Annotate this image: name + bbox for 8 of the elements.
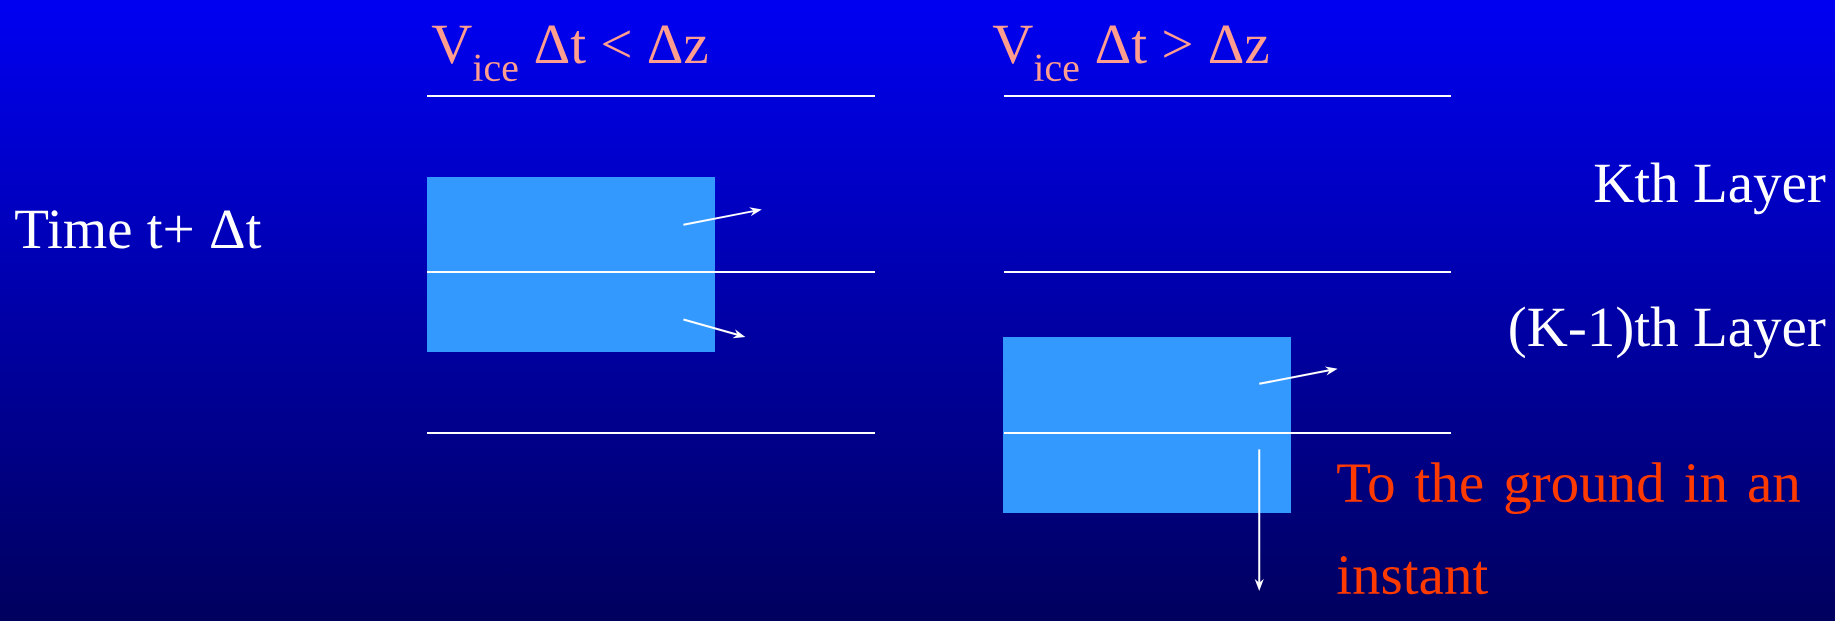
ice-block xyxy=(1003,337,1291,513)
time-label: Time t+ Δt xyxy=(15,210,262,249)
condition-heading: V$_{ice}$ Δt > Δz xyxy=(992,25,1269,82)
condition-heading: V$_{ice}$ Δt < Δz xyxy=(431,25,708,82)
layer-label: Kth Layer xyxy=(1594,162,1826,215)
annotation-text: To the ground in an instant xyxy=(1337,462,1800,595)
ice-block xyxy=(427,177,715,352)
layer-label: (K-1)th Layer xyxy=(1510,306,1826,359)
